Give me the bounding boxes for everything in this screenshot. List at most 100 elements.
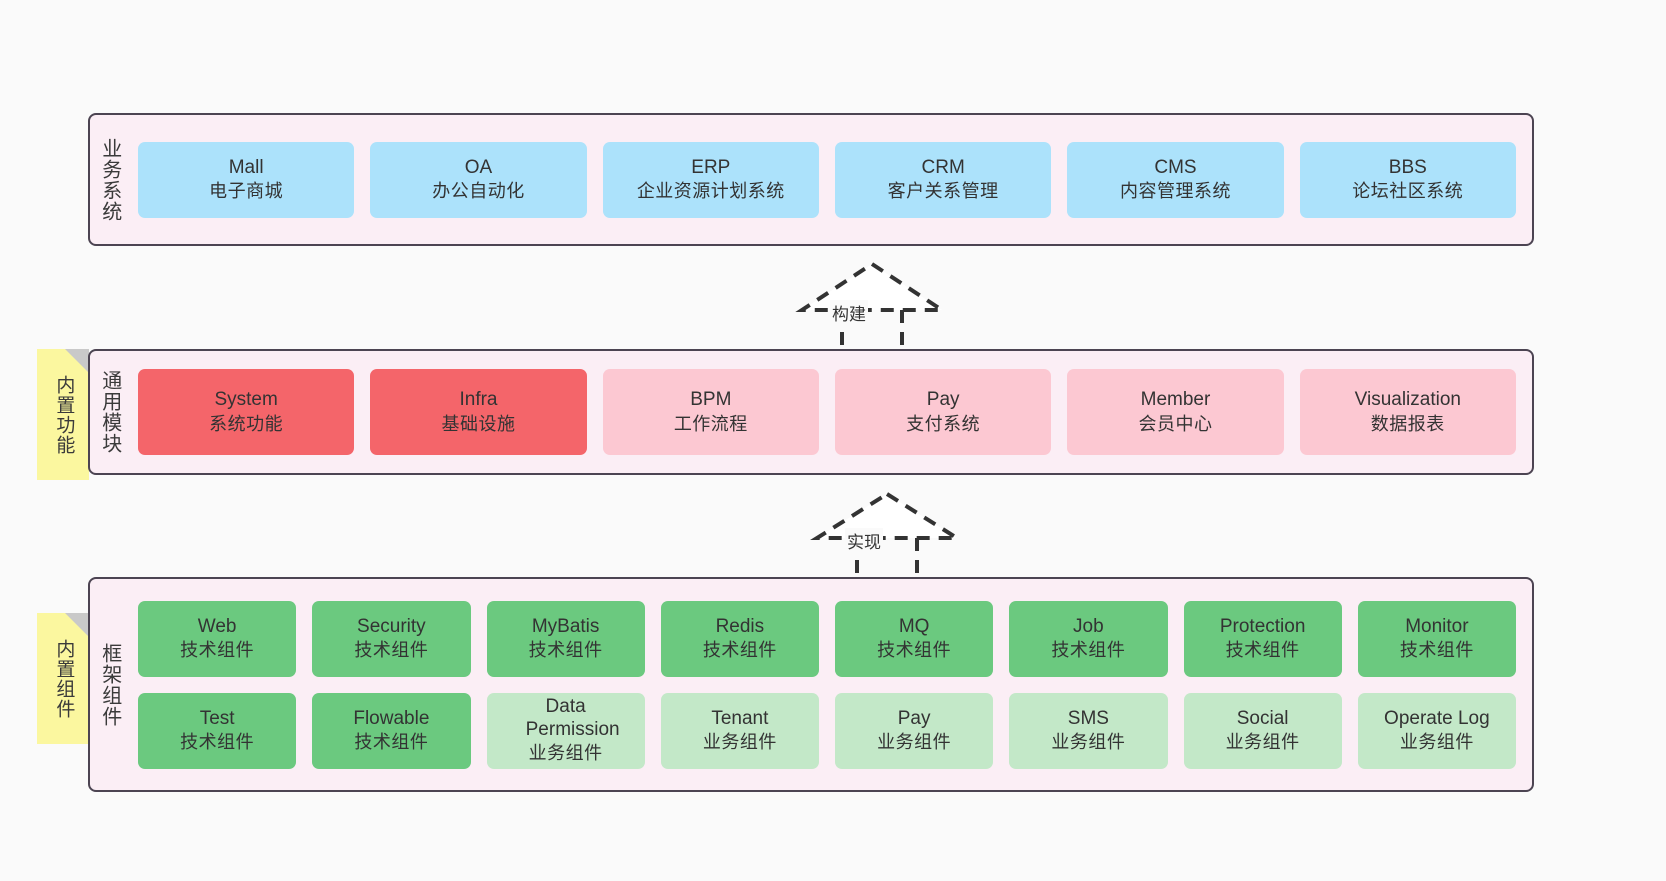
card-mybatis[interactable]: MyBatis 技术组件 bbox=[486, 600, 645, 677]
card-title-en: Security bbox=[357, 615, 426, 637]
card-title-en: Operate Log bbox=[1384, 707, 1490, 729]
card-test[interactable]: Test 技术组件 bbox=[138, 692, 297, 769]
card-title-cn: 技术组件 bbox=[354, 732, 429, 753]
card-title-en: Infra bbox=[459, 389, 498, 411]
card-monitor[interactable]: Monitor 技术组件 bbox=[1357, 600, 1516, 677]
layer-title-framework-components: 框架组件 bbox=[98, 642, 121, 727]
card-data-permission[interactable]: Data Permission 业务组件 bbox=[486, 692, 645, 769]
card-title-cn: 客户关系管理 bbox=[887, 181, 999, 202]
card-social[interactable]: Social 业务组件 bbox=[1183, 692, 1342, 769]
layer-body-common-modules: System 系统功能 Infra 基础设施 BPM 工作流程 Pay 支付系统… bbox=[128, 351, 1532, 473]
card-title-cn: 技术组件 bbox=[354, 640, 429, 661]
card-title-cn: 业务组件 bbox=[1399, 732, 1474, 753]
generalization-arrow-icon bbox=[810, 491, 964, 582]
card-title-cn: 基础设施 bbox=[441, 413, 516, 434]
card-title-en: OA bbox=[464, 156, 493, 178]
card-title-en: Test bbox=[199, 707, 235, 729]
card-member[interactable]: Member 会员中心 bbox=[1067, 369, 1284, 455]
card-title-cn: 论坛社区系统 bbox=[1352, 181, 1464, 202]
card-title-cn: 技术组件 bbox=[1225, 640, 1300, 661]
card-flowable[interactable]: Flowable 技术组件 bbox=[312, 692, 471, 769]
card-title-cn: 技术组件 bbox=[702, 640, 777, 661]
card-title-cn: 企业资源计划系统 bbox=[636, 181, 785, 202]
card-title-cn: 技术组件 bbox=[180, 732, 255, 753]
note-builtin-features: 内置功能 bbox=[37, 349, 89, 480]
card-title-cn: 业务组件 bbox=[1225, 732, 1300, 753]
note-fold-corner-icon bbox=[65, 613, 89, 637]
card-title-cn: 工作流程 bbox=[673, 413, 748, 434]
card-title-cn: 电子商城 bbox=[209, 181, 284, 202]
card-title-en: Web bbox=[197, 615, 237, 637]
card-infra[interactable]: Infra 基础设施 bbox=[370, 369, 587, 455]
card-title-cn: 技术组件 bbox=[1399, 640, 1474, 661]
layer-body-framework-components: Web 技术组件 Security 技术组件 MyBatis 技术组件 Redi… bbox=[128, 579, 1532, 790]
card-title-en: Social bbox=[1236, 707, 1289, 729]
connector-label-implement: 实现 bbox=[845, 528, 883, 553]
card-title-cn: 支付系统 bbox=[906, 413, 981, 434]
card-title-en: Data Permission bbox=[525, 696, 620, 740]
note-label: 内置组件 bbox=[53, 638, 75, 719]
card-title-en: Visualization bbox=[1354, 389, 1461, 411]
card-protection[interactable]: Protection 技术组件 bbox=[1183, 600, 1342, 677]
card-title-cn: 办公自动化 bbox=[432, 181, 525, 202]
card-crm[interactable]: CRM 客户关系管理 bbox=[834, 141, 1052, 218]
card-title-en: BPM bbox=[690, 389, 732, 411]
layer-common-modules: 通用模块 System 系统功能 Infra 基础设施 BPM 工作流程 Pay… bbox=[88, 349, 1534, 475]
card-redis[interactable]: Redis 技术组件 bbox=[660, 600, 819, 677]
card-title-en: System bbox=[214, 389, 278, 411]
card-title-cn: 技术组件 bbox=[180, 640, 255, 661]
card-web[interactable]: Web 技术组件 bbox=[138, 600, 297, 677]
connector-label-build: 构建 bbox=[830, 300, 868, 325]
card-system[interactable]: System 系统功能 bbox=[138, 369, 355, 455]
card-mq[interactable]: MQ 技术组件 bbox=[835, 600, 994, 677]
card-title-en: SMS bbox=[1067, 707, 1109, 729]
note-label: 内置功能 bbox=[53, 374, 75, 455]
framework-row-technical: Web 技术组件 Security 技术组件 MyBatis 技术组件 Redi… bbox=[138, 600, 1516, 677]
card-erp[interactable]: ERP 企业资源计划系统 bbox=[602, 141, 819, 218]
layer-title-business-systems: 业务系统 bbox=[98, 137, 121, 222]
connector-implement: 实现 bbox=[810, 491, 965, 582]
card-title-cn: 数据报表 bbox=[1370, 413, 1445, 434]
card-bpm[interactable]: BPM 工作流程 bbox=[602, 369, 819, 455]
card-title-en: BBS bbox=[1388, 156, 1427, 178]
card-title-en: Member bbox=[1140, 389, 1211, 411]
card-title-en: MQ bbox=[898, 615, 930, 637]
card-title-en: Tenant bbox=[711, 707, 769, 729]
layer-body-business-systems: Mall 电子商城 OA 办公自动化 ERP 企业资源计划系统 CRM 客户关系… bbox=[128, 115, 1532, 244]
card-bbs[interactable]: BBS 论坛社区系统 bbox=[1299, 141, 1516, 218]
card-title-en: Pay bbox=[926, 389, 960, 411]
card-title-en: Protection bbox=[1219, 615, 1306, 637]
card-title-cn: 技术组件 bbox=[1051, 640, 1126, 661]
card-pay-business[interactable]: Pay 业务组件 bbox=[835, 692, 994, 769]
card-title-en: MyBatis bbox=[531, 615, 600, 637]
card-title-cn: 内容管理系统 bbox=[1119, 181, 1231, 202]
card-title-en: Monitor bbox=[1405, 615, 1469, 637]
card-title-en: Flowable bbox=[353, 707, 430, 729]
note-builtin-components: 内置组件 bbox=[37, 613, 89, 744]
card-cms[interactable]: CMS 内容管理系统 bbox=[1067, 141, 1284, 218]
card-oa[interactable]: OA 办公自动化 bbox=[370, 141, 587, 218]
card-mall[interactable]: Mall 电子商城 bbox=[138, 141, 355, 218]
card-title-en: Redis bbox=[715, 615, 765, 637]
card-title-en: CMS bbox=[1154, 156, 1197, 178]
card-job[interactable]: Job 技术组件 bbox=[1009, 600, 1168, 677]
layer-framework-components: 框架组件 Web 技术组件 Security 技术组件 MyBatis 技术组件… bbox=[88, 577, 1534, 792]
card-sms[interactable]: SMS 业务组件 bbox=[1009, 692, 1168, 769]
card-title-cn: 会员中心 bbox=[1138, 413, 1213, 434]
generalization-arrow-icon bbox=[795, 261, 949, 356]
card-title-cn: 业务组件 bbox=[1051, 732, 1126, 753]
card-title-en: ERP bbox=[691, 156, 731, 178]
card-title-en: Pay bbox=[897, 707, 931, 729]
card-title-cn: 业务组件 bbox=[528, 742, 603, 763]
card-visualization[interactable]: Visualization 数据报表 bbox=[1299, 369, 1516, 455]
card-operate-log[interactable]: Operate Log 业务组件 bbox=[1357, 692, 1516, 769]
card-title-cn: 业务组件 bbox=[702, 732, 777, 753]
card-pay[interactable]: Pay 支付系统 bbox=[834, 369, 1052, 455]
card-title-en: CRM bbox=[921, 156, 965, 178]
connector-build: 构建 bbox=[795, 261, 950, 356]
card-security[interactable]: Security 技术组件 bbox=[312, 600, 471, 677]
card-title-cn: 技术组件 bbox=[528, 640, 603, 661]
card-title-en: Job bbox=[1073, 615, 1104, 637]
card-tenant[interactable]: Tenant 业务组件 bbox=[660, 692, 819, 769]
